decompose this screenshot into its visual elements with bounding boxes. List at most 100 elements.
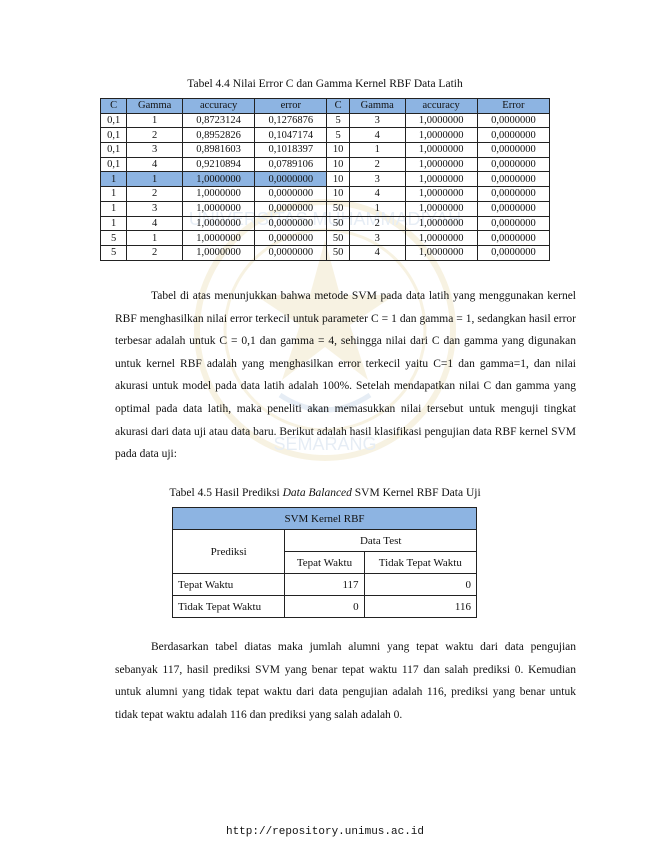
table-cell: 3 xyxy=(348,171,406,188)
column-header: C xyxy=(99,98,128,114)
table-cell: 2 xyxy=(126,127,183,144)
table-cell: 0,0000000 xyxy=(476,244,551,261)
caption-prefix: Tabel 4.5 Hasil Prediksi xyxy=(169,487,283,499)
table-cell: 1,0000000 xyxy=(404,156,478,173)
table-cell: 10 xyxy=(326,142,350,158)
table-cell: 3 xyxy=(348,230,406,246)
table-cell: 0,1 xyxy=(99,156,128,173)
table-cell: 0,1047174 xyxy=(254,127,328,144)
cell-value: 117 xyxy=(284,573,365,596)
cell-value: 116 xyxy=(363,595,478,618)
table-cell: 4 xyxy=(126,215,183,232)
table-cell: 2 xyxy=(348,156,406,173)
table-cell: 2 xyxy=(126,244,183,261)
caption-suffix: SVM Kernel RBF Data Uji xyxy=(351,487,481,499)
table-cell: 1,0000000 xyxy=(181,230,256,246)
table-cell: 0,0000000 xyxy=(254,186,328,202)
table-cell: 1,0000000 xyxy=(181,244,256,261)
table-cell: 3 xyxy=(348,112,406,129)
table-cell: 1,0000000 xyxy=(181,171,256,188)
column-header: Gamma xyxy=(348,98,406,114)
table-cell: 0,0000000 xyxy=(476,142,551,158)
table-cell: 1 xyxy=(126,112,183,129)
table-cell: 0,1 xyxy=(99,127,128,144)
table-cell: 0,0000000 xyxy=(476,156,551,173)
table-cell: 1,0000000 xyxy=(404,142,478,158)
table-cell: 1,0000000 xyxy=(404,230,478,246)
footer-url: http://repository.unimus.ac.id xyxy=(225,826,425,838)
table-cell: 4 xyxy=(126,156,183,173)
table-4-4-caption: Tabel 4.4 Nilai Error C dan Gamma Kernel… xyxy=(187,78,463,90)
table-cell: 2 xyxy=(126,186,183,202)
table-cell: 50 xyxy=(326,200,350,217)
table-cell: 10 xyxy=(326,186,350,202)
table-cell: 0,0000000 xyxy=(254,171,328,188)
table-cell: 1 xyxy=(99,171,128,188)
table-cell: 0,0000000 xyxy=(476,171,551,188)
table-cell: 0,8723124 xyxy=(181,112,256,129)
table-cell: 0,1 xyxy=(99,112,128,129)
table-cell: 0,0000000 xyxy=(254,215,328,232)
table-cell: 1,0000000 xyxy=(404,215,478,232)
data-test-header: Data Test xyxy=(284,529,477,552)
table-cell: 5 xyxy=(99,244,128,261)
paragraph-2: Berdasarkan tabel diatas maka jumlah alu… xyxy=(115,636,576,726)
paragraph-1: Tabel di atas menunjukkan bahwa metode S… xyxy=(115,285,576,466)
prediksi-header: Prediksi xyxy=(171,529,286,574)
caption-italic: Data Balanced xyxy=(282,487,352,499)
table-row: Tidak Tepat Waktu 0 116 xyxy=(171,595,478,618)
table-cell: 0,0000000 xyxy=(254,200,328,217)
table-cell: 0,8952826 xyxy=(181,127,256,144)
table-cell: 0,0000000 xyxy=(254,244,328,261)
table-cell: 1 xyxy=(348,142,406,158)
column-header: accuracy xyxy=(181,98,256,114)
table-cell: 0,1 xyxy=(99,142,128,158)
col-tepat-waktu-header: Tepat Waktu xyxy=(284,551,365,574)
table-cell: 0,0000000 xyxy=(476,200,551,217)
table-cell: 3 xyxy=(126,200,183,217)
table-cell: 0,1276876 xyxy=(254,112,328,129)
table-title: SVM Kernel RBF xyxy=(172,507,477,530)
table-cell: 1,0000000 xyxy=(181,200,256,217)
table-cell: 1,0000000 xyxy=(181,215,256,232)
table-cell: 1,0000000 xyxy=(404,112,478,129)
table-4-5-caption: Tabel 4.5 Hasil Prediksi Data Balanced S… xyxy=(0,486,650,500)
row-label: Tepat Waktu xyxy=(171,573,286,596)
table-cell: 1 xyxy=(348,200,406,217)
table-cell: 0,1018397 xyxy=(254,142,328,158)
table-cell: 10 xyxy=(326,156,350,173)
table-cell: 5 xyxy=(99,230,128,246)
table-cell: 1,0000000 xyxy=(404,127,478,144)
table-cell: 1 xyxy=(126,230,183,246)
cell-value: 0 xyxy=(363,573,478,596)
column-header: accuracy xyxy=(404,98,478,114)
table-cell: 0,0000000 xyxy=(476,127,551,144)
table-cell: 5 xyxy=(326,112,350,129)
table-cell: 0,9210894 xyxy=(181,156,256,173)
column-header: Error xyxy=(476,98,551,114)
paragraph-2-text: Berdasarkan tabel diatas maka jumlah alu… xyxy=(115,641,576,721)
table-cell: 5 xyxy=(326,127,350,144)
table-cell: 1,0000000 xyxy=(181,186,256,202)
paragraph-1-text: Tabel di atas menunjukkan bahwa metode S… xyxy=(115,290,576,461)
column-header: C xyxy=(326,98,350,114)
table-cell: 0,0789106 xyxy=(254,156,328,173)
table-cell: 2 xyxy=(348,215,406,232)
table-4-5: SVM Kernel RBF Prediksi Data Test Tepat … xyxy=(171,507,478,618)
table-cell: 4 xyxy=(348,186,406,202)
table-cell: 1,0000000 xyxy=(404,186,478,202)
row-label: Tidak Tepat Waktu xyxy=(171,595,286,618)
table-cell: 4 xyxy=(348,127,406,144)
column-header: error xyxy=(254,98,328,114)
